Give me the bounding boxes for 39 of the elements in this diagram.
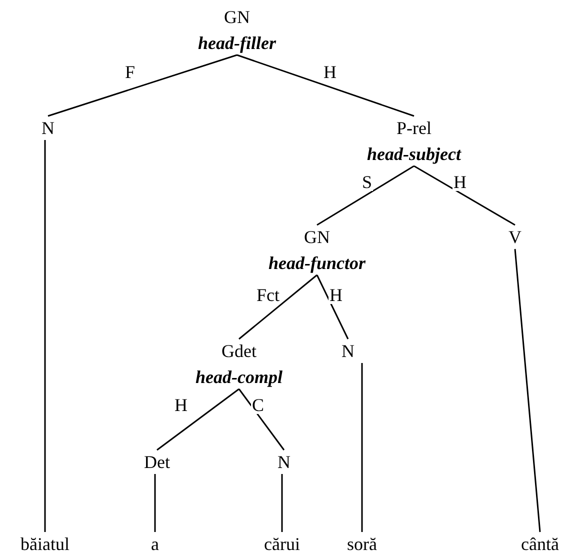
branch-line [316,274,349,340]
category-label: GN [303,226,331,248]
branch-line [361,363,363,532]
edge-label: Fct [256,286,280,304]
category-label: Det [144,451,170,473]
branch-line [238,388,285,450]
category-label: V [508,226,522,248]
edge-label: S [361,173,373,191]
category-label: N [42,117,54,139]
branch-line [154,474,156,532]
category-label: N [278,451,290,473]
branch-line [236,54,414,117]
branch-line [514,248,541,532]
branch-line [44,140,46,532]
rule-label: head-filler [198,32,276,54]
word-label: băiatul [20,533,70,555]
word-label: a [151,533,159,555]
word-label: soră [347,533,377,555]
category-label: GN [223,6,251,28]
branch-line [156,388,240,451]
word-label: cântă [521,533,559,555]
rule-label: head-subject [367,143,461,165]
edge-label: H [328,286,344,304]
branch-line [414,165,516,226]
branch-line [48,54,238,117]
category-label: N [342,340,354,362]
edge-label: H [174,396,188,414]
edge-label: F [124,63,136,81]
branch-line [281,474,283,532]
branch-line [316,165,414,226]
category-label: Gdet [220,340,258,362]
branch-line [238,274,318,340]
rule-label: head-compl [196,366,282,388]
category-label: P-rel [396,117,432,139]
rule-label: head-functor [268,252,366,274]
word-label: cărui [264,533,300,555]
edge-label: C [251,396,265,414]
edge-label: H [322,63,338,81]
edge-label: H [452,173,468,191]
